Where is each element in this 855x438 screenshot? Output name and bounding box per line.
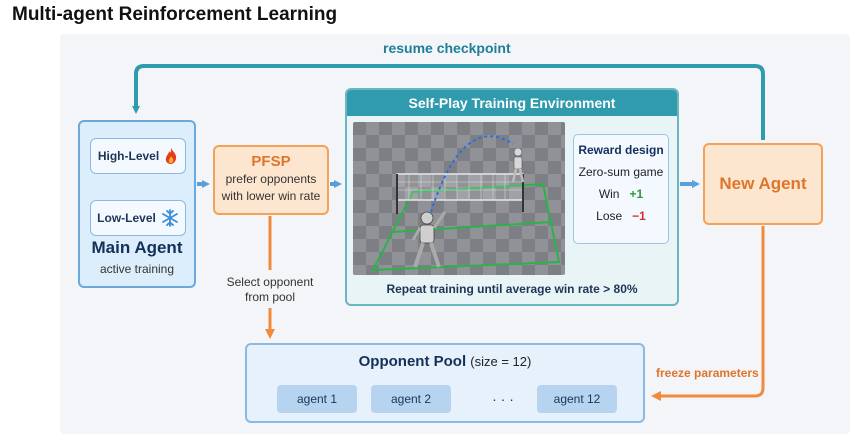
high-level-box: High-Level: [90, 138, 186, 174]
reward-design-panel: Reward design Zero-sum game Win +1 Lose …: [573, 134, 669, 244]
pfsp-line1: prefer opponents: [225, 172, 317, 186]
select-label-line2: from pool: [244, 290, 296, 304]
opponent-pool-title: Opponent Pool (size = 12): [247, 353, 643, 370]
main-agent-title: Main Agent: [91, 238, 183, 257]
high-level-label: High-Level: [97, 149, 160, 163]
pfsp-line2: with lower win rate: [221, 189, 321, 203]
select-label-line1: Select opponent: [226, 275, 314, 289]
main-agent-subtitle: active training: [99, 262, 175, 276]
win-value: +1: [629, 187, 644, 201]
reward-game-type: Zero-sum game: [578, 165, 664, 179]
fire-icon: [165, 148, 177, 164]
new-agent-box: New Agent: [703, 143, 823, 225]
environment-title: Self-Play Training Environment: [347, 90, 677, 116]
reward-title: Reward design: [578, 143, 664, 157]
reward-win-row: Win +1: [574, 187, 668, 201]
low-level-label: Low-Level: [97, 211, 156, 225]
resume-checkpoint-label: resume checkpoint: [383, 40, 511, 56]
training-environment-box: Self-Play Training Environment: [345, 88, 679, 306]
new-agent-label: New Agent: [719, 174, 807, 193]
select-opponent-label: Select opponent from pool: [210, 275, 330, 305]
freeze-arrow: [651, 226, 765, 401]
pool-size: (size = 12): [470, 354, 532, 369]
page-title: Multi-agent Reinforcement Learning: [12, 4, 338, 25]
main-agent-box: High-Level Low-Level Main Agent active t…: [78, 120, 196, 288]
lose-label: Lose: [596, 209, 623, 223]
pfsp-title: PFSP: [251, 153, 291, 170]
pool-agent-chip: agent 12: [537, 385, 617, 413]
scene-illustration: [371, 135, 561, 272]
win-label: Win: [598, 187, 620, 201]
low-level-box: Low-Level: [90, 200, 186, 236]
resume-arrow: [132, 64, 765, 140]
freeze-parameters-label: freeze parameters: [656, 366, 759, 380]
pool-agent-chip: agent 2: [371, 385, 451, 413]
reward-lose-row: Lose −1: [574, 209, 668, 223]
pool-agent-chip: agent 1: [277, 385, 357, 413]
pool-ellipsis: · · ·: [492, 391, 514, 407]
lose-value: −1: [632, 209, 646, 223]
pfsp-box: PFSP prefer opponents with lower win rat…: [213, 145, 329, 215]
opponent-pool-box: Opponent Pool (size = 12) agent 1 agent …: [245, 343, 645, 423]
pool-title-text: Opponent Pool: [358, 353, 467, 370]
environment-footer: Repeat training until average win rate >…: [386, 282, 638, 296]
snowflake-icon: [161, 209, 178, 227]
badminton-scene-image: [353, 122, 565, 275]
